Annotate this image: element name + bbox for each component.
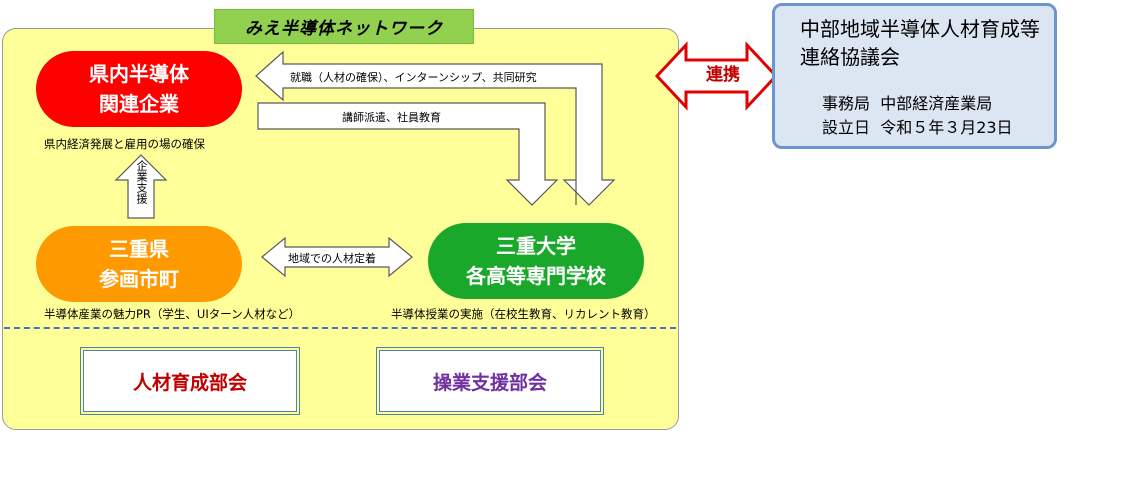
lecturers-arrow-label: 講師派遣、社員教育 bbox=[342, 111, 441, 124]
university-node: 三重大学 各高等専門学校 bbox=[428, 223, 644, 299]
hr-committee-label: 人材育成部会 bbox=[132, 371, 247, 394]
industry-node-line1: 県内半導体 bbox=[89, 62, 189, 86]
university-caption: 半導体授業の実施（在校生教育、リカレント教育） bbox=[391, 307, 656, 321]
industry-node: 県内半導体 関連企業 bbox=[36, 51, 242, 127]
industry-node-line2: 関連企業 bbox=[99, 92, 179, 116]
retention-arrow bbox=[261, 236, 413, 278]
university-node-line2: 各高等専門学校 bbox=[466, 264, 606, 288]
prefecture-node: 三重県 参画市町 bbox=[36, 226, 242, 302]
council-office-label: 事務局 bbox=[822, 94, 871, 113]
university-node-line1: 三重大学 bbox=[496, 234, 576, 258]
section-divider bbox=[4, 327, 676, 329]
link-arrow-label: 連携 bbox=[706, 65, 740, 85]
industry-caption: 県内経済発展と雇用の場の確保 bbox=[44, 137, 205, 151]
council-office-value: 中部経済産業局 bbox=[880, 94, 993, 113]
council-established-label: 設立日 bbox=[822, 118, 871, 137]
prefecture-caption: 半導体産業の魅力PR（学生、UIターン人材など） bbox=[44, 307, 301, 321]
council-established-row: 設立日 令和５年３月23日 bbox=[822, 114, 1013, 138]
network-title: みえ半導体ネットワーク bbox=[214, 9, 474, 44]
hr-committee-box: 人材育成部会 bbox=[80, 347, 300, 415]
council-box bbox=[772, 3, 1057, 149]
ops-committee-label: 操業支援部会 bbox=[432, 371, 547, 394]
council-title: 中部地域半導体人材育成等連絡協議会 bbox=[800, 17, 1040, 69]
employment-arrow bbox=[255, 50, 616, 206]
ops-committee-box: 操業支援部会 bbox=[376, 347, 604, 415]
council-established-value: 令和５年３月23日 bbox=[880, 118, 1013, 137]
support-arrow bbox=[114, 154, 168, 219]
prefecture-node-line2: 参画市町 bbox=[99, 267, 179, 291]
retention-arrow-label: 地域での人材定着 bbox=[288, 252, 376, 265]
support-arrow-label: 企業支援 bbox=[135, 160, 148, 204]
lecturers-arrow bbox=[257, 102, 559, 206]
employment-arrow-label: 就職（人材の確保）、インターンシップ、共同研究 bbox=[290, 71, 537, 84]
prefecture-node-line1: 三重県 bbox=[109, 237, 169, 261]
council-office-row: 事務局 中部経済産業局 bbox=[822, 90, 992, 114]
